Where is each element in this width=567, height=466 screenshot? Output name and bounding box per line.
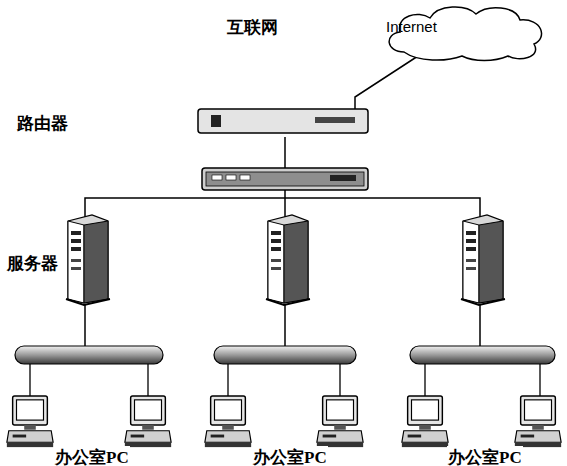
- router-shape: [197, 105, 369, 137]
- device-label: 路由器: [17, 112, 68, 135]
- device-caption: 服务器: [6, 252, 59, 275]
- cloud-label: Internet: [386, 18, 437, 35]
- device-caption: 互联网: [226, 16, 279, 39]
- router-node: 路由器: [197, 105, 369, 137]
- network-link: [355, 56, 418, 109]
- cloud-node: Internet: [382, 2, 550, 62]
- device-caption: 办公室PC: [54, 446, 130, 466]
- device-caption: 办公室PC: [447, 446, 523, 466]
- device-caption: 办公室PC: [252, 446, 328, 466]
